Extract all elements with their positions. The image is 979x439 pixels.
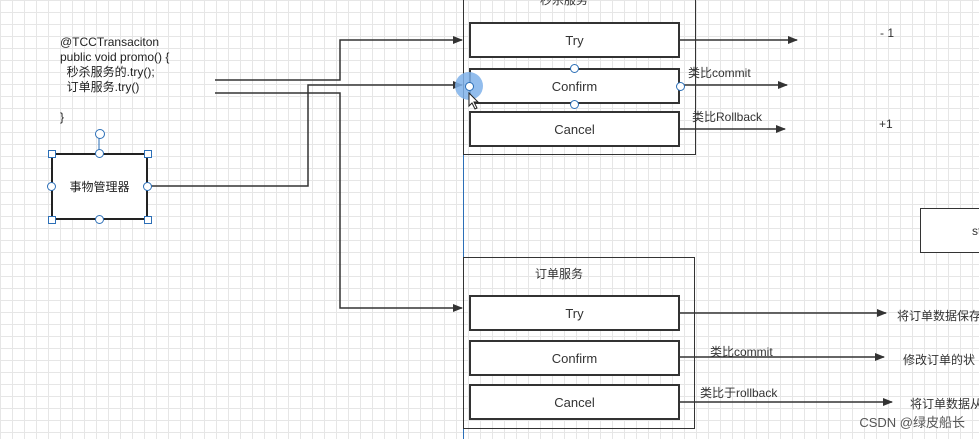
seckill-cancel-box[interactable]: Cancel xyxy=(469,111,680,147)
seckill-plus-note: +1 xyxy=(879,117,893,131)
code-block: @TCCTransaciton public void promo() { 秒杀… xyxy=(60,35,169,125)
order-service-container[interactable] xyxy=(463,257,695,429)
partial-node-label: st xyxy=(972,224,979,238)
seckill-confirm-box[interactable]: Confirm xyxy=(469,68,680,104)
order-confirm-label: Confirm xyxy=(551,350,598,366)
code-line: } xyxy=(60,110,65,124)
transaction-manager-node[interactable]: 事物管理器 xyxy=(51,153,148,220)
code-line xyxy=(60,95,169,110)
arrow-code-to-order-service xyxy=(215,92,463,312)
seckill-cancel-label: Cancel xyxy=(554,121,595,137)
confirm-connection-point[interactable] xyxy=(465,82,474,91)
order-cancel-box[interactable]: Cancel xyxy=(469,384,680,420)
seckill-service-title: 秒杀服务 xyxy=(540,0,589,7)
connection-point[interactable] xyxy=(95,215,104,224)
arrow-code-to-seckill-try xyxy=(215,36,463,81)
order-rollback-note: 类比于rollback xyxy=(700,386,778,400)
connection-point[interactable] xyxy=(47,182,56,191)
order-try-box[interactable]: Try xyxy=(469,295,680,331)
order-service-title: 订单服务 xyxy=(535,267,584,281)
resize-handle[interactable] xyxy=(48,150,56,158)
connection-point[interactable] xyxy=(95,149,104,158)
order-cancel-label: Cancel xyxy=(554,394,595,410)
resize-handle[interactable] xyxy=(144,216,152,224)
order-cancel-result: 将订单数据从 xyxy=(910,397,979,411)
order-confirm-result: 修改订单的状 xyxy=(903,353,976,367)
order-confirm-box[interactable]: Confirm xyxy=(469,340,680,376)
seckill-rollback-note: 类比Rollback xyxy=(692,110,763,124)
code-line: 秒杀服务的.try(); xyxy=(60,65,155,79)
arrow-manager-to-confirm xyxy=(148,81,463,187)
seckill-minus-note: - 1 xyxy=(880,26,895,40)
order-commit-note: 类比commit xyxy=(710,345,773,359)
order-try-result: 将订单数据保存 xyxy=(897,309,979,323)
resize-handle[interactable] xyxy=(48,216,56,224)
seckill-commit-note: 类比commit xyxy=(688,66,751,80)
partial-node[interactable]: st xyxy=(920,208,979,253)
seckill-confirm-label: Confirm xyxy=(551,78,598,94)
code-line: 订单服务.try() xyxy=(60,80,140,94)
cursor-icon xyxy=(468,92,480,110)
confirm-connection-point[interactable] xyxy=(570,64,579,73)
order-try-label: Try xyxy=(565,305,584,321)
confirm-connection-point[interactable] xyxy=(570,100,579,109)
rotate-handle[interactable] xyxy=(95,129,105,139)
connection-point[interactable] xyxy=(143,182,152,191)
transaction-manager-label: 事物管理器 xyxy=(69,180,130,194)
confirm-connection-point[interactable] xyxy=(676,82,685,91)
code-line: public void promo() { xyxy=(60,50,170,64)
resize-handle[interactable] xyxy=(144,150,152,158)
seckill-try-box[interactable]: Try xyxy=(469,22,680,58)
seckill-try-label: Try xyxy=(565,32,584,48)
watermark: CSDN @绿皮船长 xyxy=(859,415,965,430)
code-line: @TCCTransaciton xyxy=(60,35,160,49)
